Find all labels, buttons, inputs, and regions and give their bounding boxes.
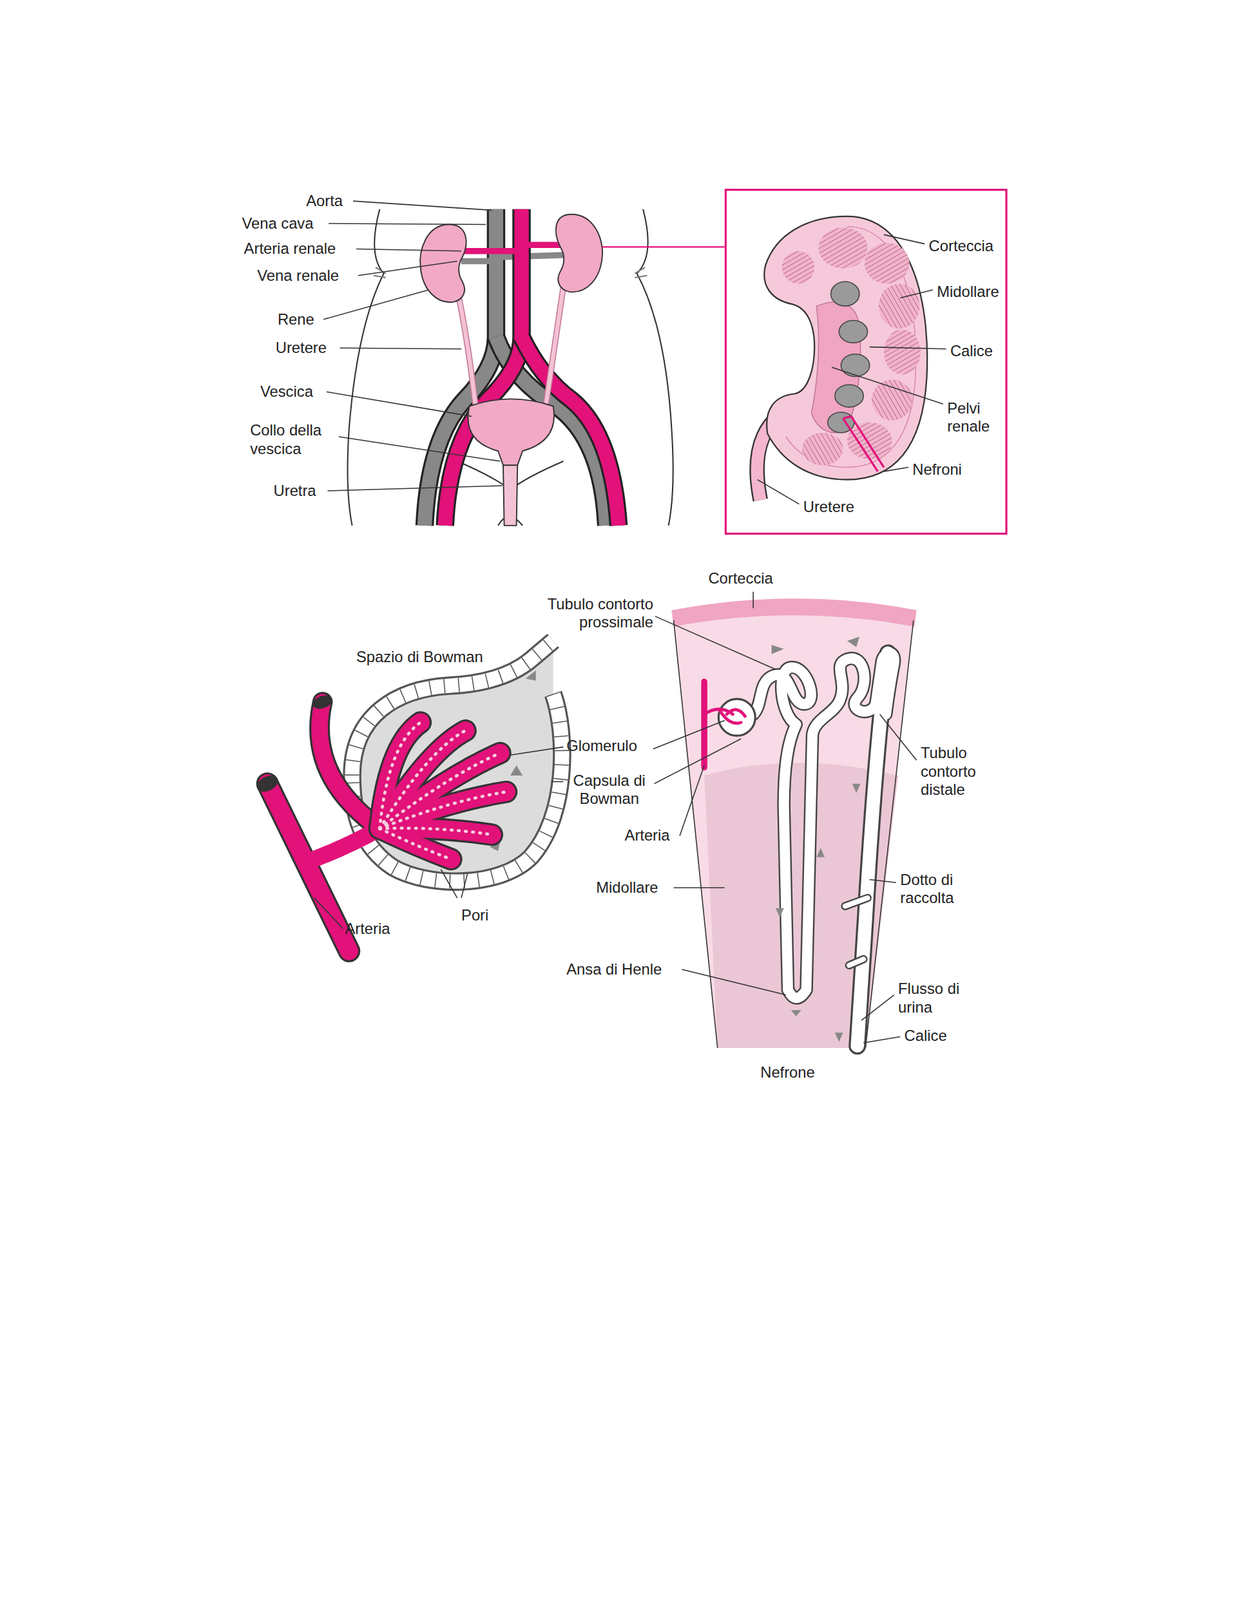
part-label: Arteria bbox=[624, 826, 671, 846]
part-label: Vena renale bbox=[257, 266, 339, 285]
part-label: Uretra bbox=[273, 481, 317, 501]
part-label: Glomerulo bbox=[566, 737, 638, 756]
part-label: Nefroni bbox=[912, 460, 962, 479]
part-label: Aorta bbox=[306, 191, 343, 211]
part-label: Corteccia bbox=[708, 569, 773, 589]
part-label: Midollare bbox=[595, 878, 658, 898]
leader-lines bbox=[314, 747, 564, 930]
glomerulus bbox=[254, 693, 507, 952]
part-label: Pori bbox=[461, 906, 489, 926]
part-label: Tubulo contorto prossimale bbox=[525, 595, 654, 633]
nephron-wedge bbox=[671, 598, 917, 1049]
part-label: Nefrone bbox=[760, 1063, 816, 1083]
part-label: Uretere bbox=[803, 498, 855, 517]
part-label: Arteria renale bbox=[244, 239, 337, 259]
part-label: Calice bbox=[904, 1026, 948, 1046]
zoom-line bbox=[602, 246, 725, 248]
part-label: Arteria bbox=[344, 919, 390, 939]
part-label: Spazio di Bowman bbox=[356, 648, 484, 667]
part-label: Pelvi renale bbox=[947, 398, 1000, 436]
leader-lines bbox=[323, 201, 502, 491]
kidney-section bbox=[757, 216, 928, 500]
part-label: Dotto di raccolta bbox=[900, 870, 974, 908]
part-label: Tubulo contorto distale bbox=[920, 744, 995, 800]
part-label: Collo della vescica bbox=[249, 421, 337, 459]
part-label: Calice bbox=[950, 342, 993, 361]
part-label: Vena cava bbox=[241, 214, 314, 234]
body-outline bbox=[347, 209, 673, 526]
part-label: Corteccia bbox=[929, 237, 994, 256]
part-label: Rene bbox=[277, 310, 315, 330]
part-label: Capsula di Bowman bbox=[563, 771, 656, 809]
part-label: Midollare bbox=[936, 282, 999, 302]
part-label: Ansa di Henle bbox=[566, 960, 662, 980]
leader-lines bbox=[653, 592, 917, 1044]
part-label: Vescica bbox=[260, 382, 314, 402]
part-label: Uretere bbox=[275, 338, 327, 358]
zoom-panel: CortecciaMidollareCalicePelvi renaleNefr… bbox=[724, 188, 1008, 535]
kidneys-bladder bbox=[420, 214, 603, 526]
bowman-capsule bbox=[352, 641, 563, 883]
part-label: Flusso di urina bbox=[898, 979, 979, 1017]
nephron-tubules bbox=[704, 637, 895, 1047]
